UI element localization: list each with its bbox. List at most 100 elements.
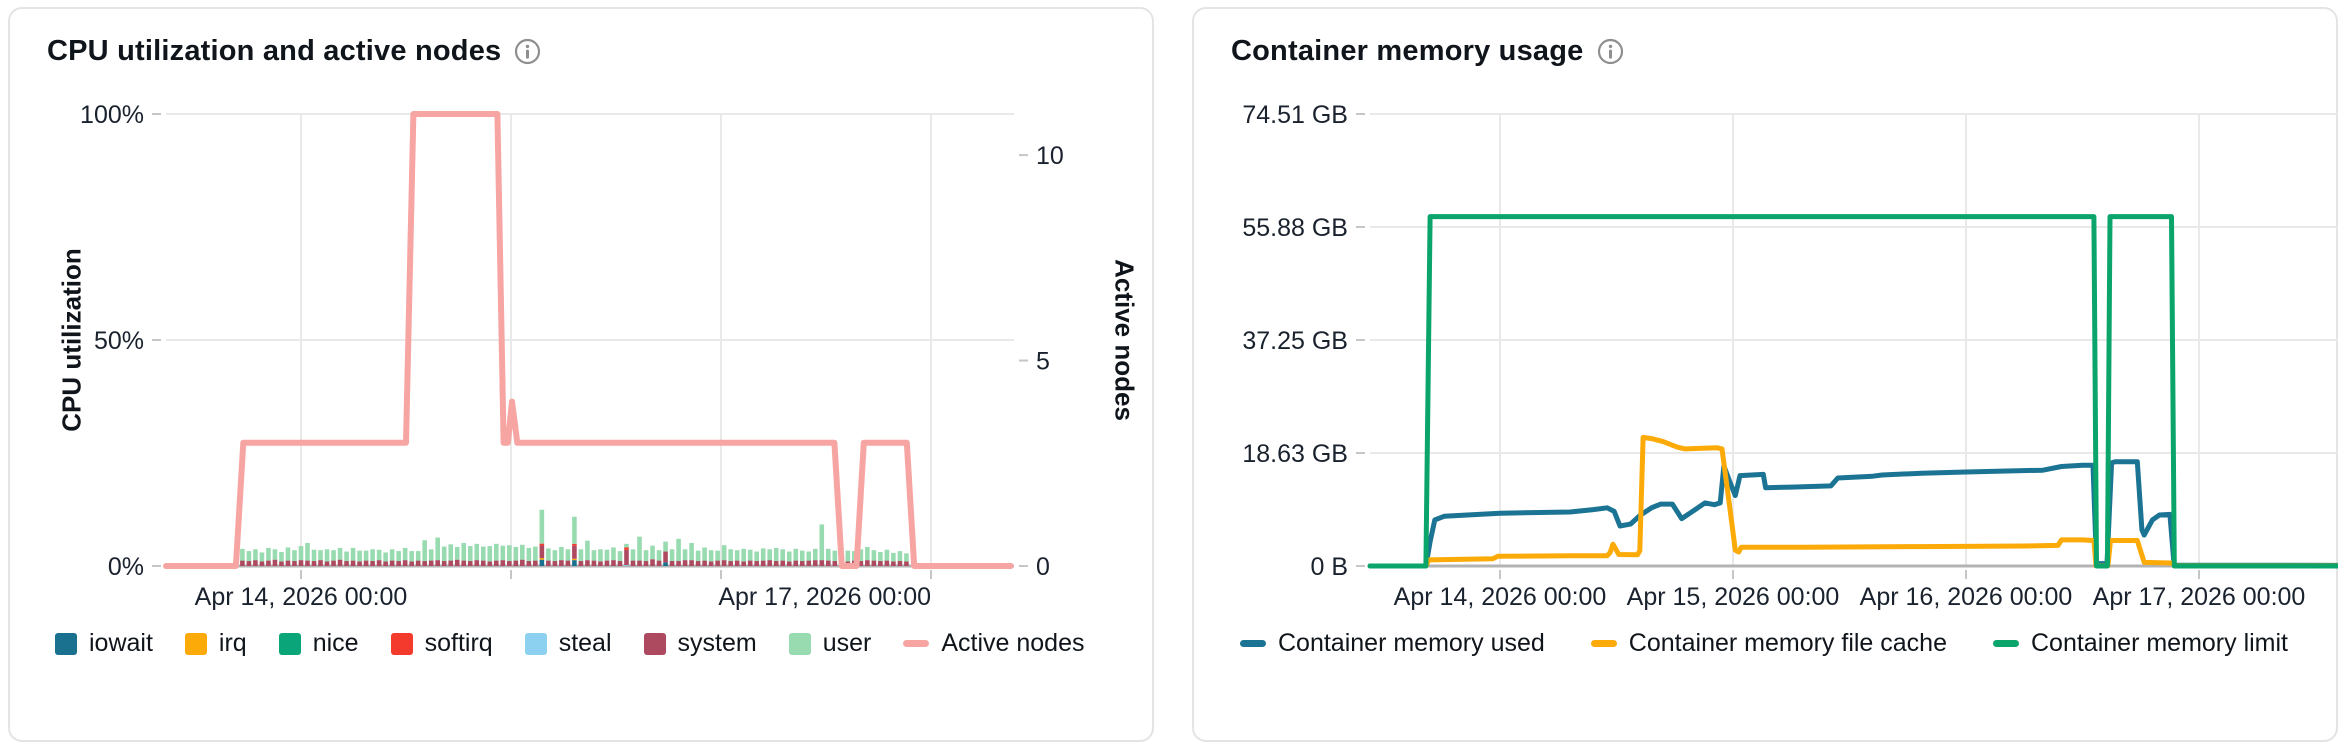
bar-segment-system [858,561,864,566]
bar-segment-system [656,560,662,566]
legend-item-user[interactable]: user [788,629,871,658]
cpu-chart-card: CPU utilization and active nodes CPU uti… [8,7,1154,742]
bar-segment-user [689,542,694,561]
x-tick-label: Apr 14, 2026 00:00 [1394,583,1607,611]
bar-segment-user [565,549,571,561]
bar-segment-iowait [539,559,545,566]
bar-segment-system [578,561,584,566]
bar-segment-user [611,547,616,561]
bar-segment-user [311,549,317,562]
bar-segment-user [728,549,733,562]
bar-segment-user [272,549,278,560]
bar-segment-user [305,542,310,561]
bar-segment-system [747,560,753,566]
bar-segment-user [630,549,636,561]
bar-segment-user [669,549,675,562]
bar-segment-system [415,560,421,566]
bar-segment-user [441,546,447,562]
bar-segment-system [702,560,707,566]
bar-segment-system [546,560,551,566]
bar-segment-user [285,547,291,561]
bar-segment-user [370,549,375,562]
legend-item-softirq[interactable]: softirq [390,629,493,658]
bar-segment-user [344,551,349,562]
bar-segment-system [585,560,590,566]
bar-segment-system [728,561,733,566]
memory-limit-swatch-icon [1993,640,2019,647]
bar-segment-system [604,560,610,566]
bar-segment-system [780,560,786,566]
bar-segment-system [682,560,688,566]
legend-item-irq[interactable]: irq [184,629,247,658]
bar-segment-system [676,561,681,566]
bar-segment-system [454,559,460,566]
bar-segment-user [741,548,746,562]
bar-segment-system [630,560,636,566]
bar-segment-user [337,547,343,560]
legend-item-system[interactable]: system [643,629,757,658]
bar-segment-user [682,549,688,561]
bar-segment-user [845,550,851,562]
bar-segment-user [721,545,727,561]
legend-item-iowait[interactable]: iowait [55,629,153,658]
bar-segment-system [435,560,440,566]
y-tick-label: 37.25 GB [1242,327,1348,355]
bar-segment-irq [539,558,545,560]
bar-segment-system [871,560,877,566]
bar-segment-user [754,551,759,562]
y-tick-label: 18.63 GB [1242,440,1348,468]
active-nodes-line [163,111,1014,569]
info-icon[interactable] [1597,38,1624,65]
bar-segment-user [871,550,877,561]
bar-segment-user [812,548,818,561]
bar-segment-system [448,560,454,566]
bar-segment-system [715,560,720,566]
legend-item-memory-limit[interactable]: Container memory limit [1993,629,2288,658]
bar-segment-system [467,561,473,566]
info-icon[interactable] [514,38,541,65]
system-swatch-icon [643,632,666,655]
bar-segment-system [389,560,395,566]
bar-segment-system [370,561,375,566]
bar-segment-system [357,561,362,566]
nice-swatch-icon [278,632,301,655]
legend-item-active-nodes[interactable]: Active nodes [903,629,1084,658]
memory-legend: Container memory used Container memory f… [1240,629,2288,658]
bar-segment-user [598,549,603,562]
cpu-legend: iowait irq nice softirq steal system use… [55,629,1084,658]
bar-segment-system [396,561,401,566]
bar-segment-system [292,561,297,566]
cpu-chart-title: CPU utilization and active nodes [47,35,502,67]
bar-segment-steal [624,565,629,566]
bar-segment-softirq [624,547,629,550]
legend-item-memory-file-cache[interactable]: Container memory file cache [1590,629,1947,658]
bar-segment-user [507,545,512,562]
legend-item-nice[interactable]: nice [278,629,359,658]
legend-item-memory-used[interactable]: Container memory used [1240,629,1545,658]
x-tick-label: Apr 14, 2026 00:00 [195,583,408,611]
bar-segment-system [598,561,603,566]
bar-segment-user [318,550,323,561]
bar-segment-system [832,561,838,566]
bar-segment-system [305,560,310,566]
bar-segment-system [428,560,434,566]
bar-segment-system [539,545,545,559]
bar-segment-user [656,550,662,561]
bar-segment-system [650,559,655,566]
bar-segment-user [591,550,597,561]
bar-segment-system [461,560,467,566]
bar-segment-user [734,550,740,561]
bar-segment-user [760,548,766,561]
softirq-swatch-icon [390,632,413,655]
bar-segment-user [865,547,870,561]
bar-segment-system [383,561,388,566]
bar-segment-system [363,560,369,566]
bar-segment-system [285,560,291,566]
bar-segment-system [760,560,766,566]
bar-segment-user [435,537,440,561]
bar-segment-system [897,561,903,566]
bar-segment-system [695,561,701,566]
legend-item-steal[interactable]: steal [524,629,612,658]
memory-chart-title: Container memory usage [1231,35,1584,67]
